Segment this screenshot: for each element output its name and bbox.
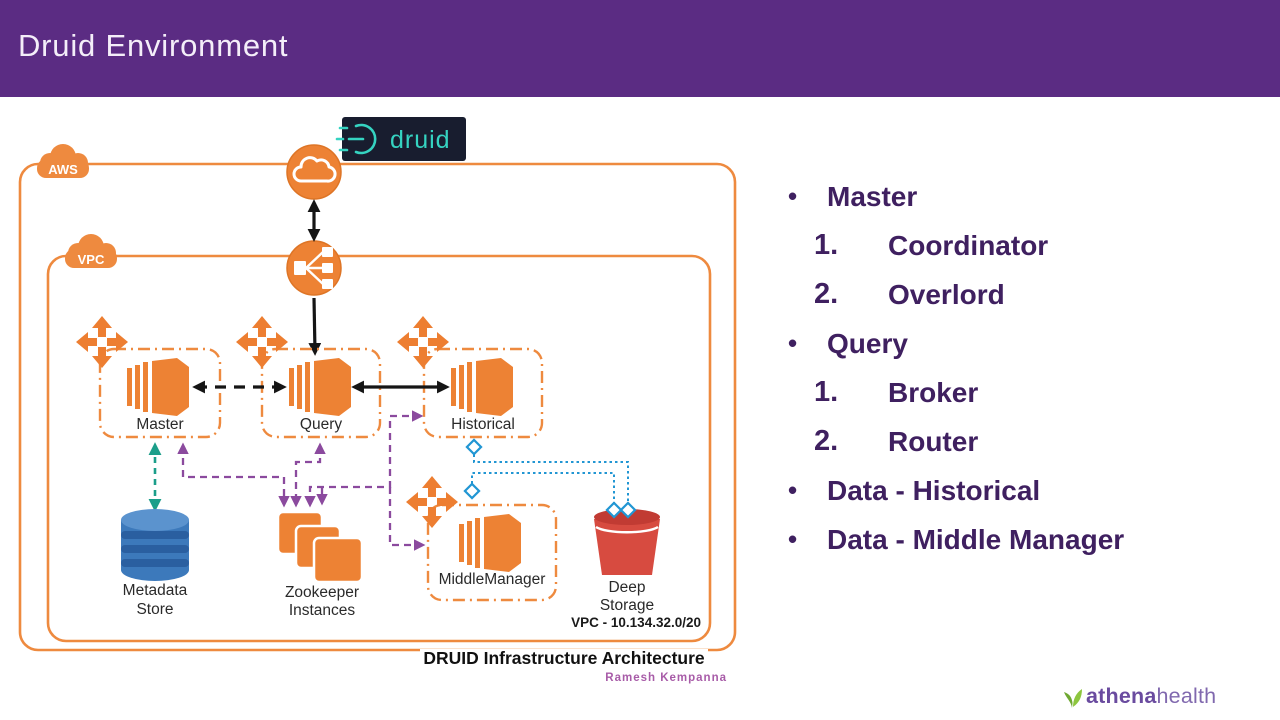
diagram-caption: DRUID Infrastructure Architecture <box>423 648 705 668</box>
deep-storage-label: Deep <box>608 579 645 596</box>
ec2-master-icon <box>127 358 189 416</box>
vpc-cidr-label: VPC - 10.134.32.0/20 <box>571 615 701 630</box>
zk-query-link <box>290 442 326 508</box>
autoscaling-icon <box>397 316 449 368</box>
autoscaling-icon <box>76 316 128 368</box>
master-label: Master <box>136 416 183 433</box>
slide-header: Druid Environment <box>0 0 1280 97</box>
druid-architecture-diagram: AWS VPC druid <box>18 117 737 684</box>
zookeeper-label: Instances <box>289 602 356 619</box>
druid-logo: druid <box>335 117 466 161</box>
list-item-coordinator: 1. Coordinator <box>770 221 1250 270</box>
athenahealth-leaf-icon <box>1064 688 1082 708</box>
caption-bg <box>420 649 708 668</box>
metadata-store-label: Metadata <box>123 582 188 599</box>
list-item-label: Data - Middle Manager <box>827 523 1125 555</box>
number-marker: 2. <box>814 278 839 310</box>
list-item-data-historical: • Data - Historical <box>770 466 1250 515</box>
middlemanager-label: MiddleManager <box>439 571 546 588</box>
list-item-query: • Query <box>770 319 1250 368</box>
diagram-author: Ramesh Kempanna <box>605 672 727 684</box>
list-item-master: • Master <box>770 172 1250 221</box>
autoscaling-icon <box>236 316 288 368</box>
autoscaling-icon <box>406 476 458 528</box>
vpc-boundary-box <box>46 254 712 643</box>
number-marker: 1. <box>814 376 839 408</box>
bullet-marker: • <box>788 181 798 211</box>
number-marker: 1. <box>814 229 839 261</box>
metadata-store-label: Store <box>136 601 173 618</box>
zookeeper-icon <box>276 510 364 584</box>
load-balancer-icon <box>286 240 342 296</box>
list-item-data-middle-manager: • Data - Middle Manager <box>770 515 1250 564</box>
query-label: Query <box>300 416 342 433</box>
component-list: • Master 1. Coordinator 2. Overlord • Qu… <box>770 172 1250 564</box>
list-item-label: Master <box>827 180 918 212</box>
list-item-broker: 1. Broker <box>770 368 1250 417</box>
router-query-arrow <box>308 297 322 356</box>
vpc-label: VPC <box>78 252 105 267</box>
ec2-middlemanager-icon <box>459 514 521 572</box>
bullet-marker: • <box>788 524 798 554</box>
middlemanager-deepstorage-link <box>471 472 615 505</box>
list-item-label: Coordinator <box>888 229 1049 261</box>
middlemanager-group-box <box>426 503 558 602</box>
ec2-historical-icon <box>451 358 513 416</box>
bullet-marker: • <box>788 328 798 358</box>
ec2-query-icon <box>289 358 351 416</box>
master-group-box <box>98 347 222 439</box>
internet-gateway-icon <box>286 144 342 200</box>
zk-master-link <box>177 442 290 508</box>
list-item-label: Data - Historical <box>827 474 1041 506</box>
metadata-store-icon <box>121 509 189 581</box>
vpc-cloud-icon: VPC <box>65 234 117 268</box>
bullet-marker: • <box>788 475 798 505</box>
deep-storage-label: Storage <box>600 597 654 614</box>
druid-logo-icon <box>335 123 377 155</box>
list-item-router: 2. Router <box>770 417 1250 466</box>
number-marker: 2. <box>814 425 839 457</box>
druid-logo-text: druid <box>390 126 451 154</box>
brand-text-light: health <box>1156 684 1217 708</box>
historical-label: Historical <box>451 416 515 433</box>
aws-boundary-box <box>18 162 737 652</box>
page-title: Druid Environment <box>18 28 289 63</box>
zookeeper-label: Zookeeper <box>285 584 359 601</box>
list-item-label: Router <box>888 425 979 457</box>
aws-label: AWS <box>48 162 78 177</box>
list-item-label: Query <box>827 327 908 359</box>
brand-text-bold: athena <box>1086 684 1157 708</box>
historical-deepstorage-link <box>473 449 629 505</box>
deep-storage-icon <box>594 509 660 575</box>
list-item-label: Broker <box>888 376 979 408</box>
connector-diamond <box>465 438 483 456</box>
connector-diamond <box>463 482 481 500</box>
aws-cloud-icon: AWS <box>37 144 89 178</box>
list-item-label: Overlord <box>888 278 1005 310</box>
list-item-overlord: 2. Overlord <box>770 270 1250 319</box>
